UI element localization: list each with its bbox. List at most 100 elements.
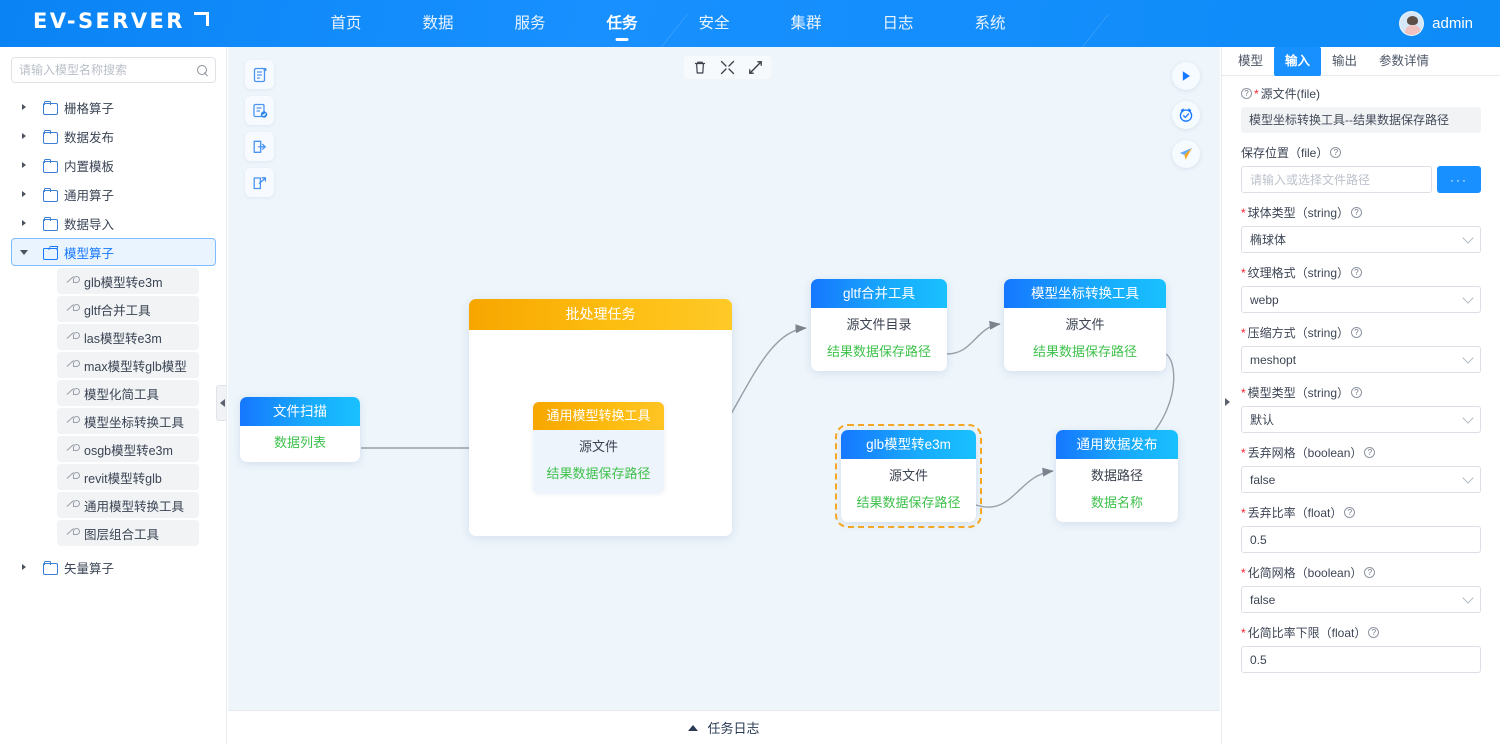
tree-folder-vector-operator[interactable]: 矢量算子 bbox=[12, 553, 216, 581]
tree-leaf-universal-model-convert[interactable]: 通用模型转换工具 bbox=[57, 492, 199, 518]
port-input-source-file[interactable]: 源文件 bbox=[578, 439, 618, 454]
help-icon[interactable]: ? bbox=[1330, 147, 1342, 158]
nav-item-system[interactable]: 系统 bbox=[974, 15, 1006, 32]
node-ports: 源文件 结果数据保存路径 bbox=[1004, 308, 1166, 371]
port-input-source-file[interactable]: 源文件 bbox=[888, 468, 928, 483]
send-icon[interactable] bbox=[1172, 140, 1200, 168]
simplify-ratio-min-input[interactable] bbox=[1241, 646, 1481, 673]
select-value: webp bbox=[1250, 292, 1279, 307]
port-input-data-path[interactable]: 数据路径 bbox=[1090, 468, 1143, 483]
search-input[interactable] bbox=[19, 63, 197, 77]
tree-leaf-layer-combine[interactable]: 图层组合工具 bbox=[57, 520, 199, 546]
task-log-bar[interactable]: 任务日志 bbox=[228, 710, 1220, 744]
tree-folder-data-publish[interactable]: 数据发布 bbox=[12, 122, 216, 150]
help-icon[interactable]: ? bbox=[1241, 88, 1252, 99]
help-icon[interactable]: ? bbox=[1351, 207, 1363, 218]
tree-leaf-las-to-e3m[interactable]: las模型转e3m bbox=[57, 324, 199, 350]
sidebar-collapse-handle[interactable] bbox=[216, 385, 226, 421]
user-menu[interactable]: admin bbox=[1399, 0, 1473, 47]
schedule-icon[interactable] bbox=[1172, 101, 1200, 129]
tree-leaf-gltf-merge[interactable]: gltf合并工具 bbox=[57, 296, 199, 322]
tree-leaf-model-simplify[interactable]: 模型化简工具 bbox=[57, 380, 199, 406]
simplify-mesh-select[interactable]: false bbox=[1241, 586, 1481, 613]
port-input-source-file[interactable]: 源文件 bbox=[1065, 317, 1105, 332]
tree-leaf-model-coord-convert[interactable]: 模型坐标转换工具 bbox=[57, 408, 199, 434]
discard-mesh-select[interactable]: false bbox=[1241, 466, 1481, 493]
help-icon[interactable]: ? bbox=[1351, 387, 1363, 398]
nav-item-data[interactable]: 数据 bbox=[422, 15, 454, 32]
help-icon[interactable]: ? bbox=[1368, 627, 1380, 638]
tab-model[interactable]: 模型 bbox=[1238, 54, 1264, 68]
node-universal-model-convert[interactable]: 通用模型转换工具 源文件 结果数据保存路径 bbox=[533, 402, 664, 493]
node-title: 批处理任务 bbox=[469, 299, 732, 330]
node-glb-to-e3m[interactable]: glb模型转e3m 源文件 结果数据保存路径 bbox=[835, 424, 982, 528]
help-icon[interactable]: ? bbox=[1351, 327, 1363, 338]
node-universal-data-publish[interactable]: 通用数据发布 数据路径 数据名称 bbox=[1056, 430, 1178, 522]
tree-folder-model-operator[interactable]: 模型算子 bbox=[11, 238, 216, 266]
label-text: 丢弃网格（boolean） bbox=[1247, 446, 1363, 460]
tree-folder-general-operator[interactable]: 通用算子 bbox=[12, 180, 216, 208]
help-icon[interactable]: ? bbox=[1364, 447, 1376, 458]
chevron-right-icon[interactable] bbox=[16, 162, 31, 168]
save-location-input[interactable] bbox=[1241, 166, 1432, 193]
nav-item-cluster[interactable]: 集群 bbox=[790, 15, 822, 32]
port-output-result-path[interactable]: 结果数据保存路径 bbox=[826, 344, 931, 359]
chevron-right-icon[interactable] bbox=[16, 564, 31, 570]
node-batch-task[interactable]: 批处理任务 bbox=[469, 299, 732, 536]
save-document-icon[interactable] bbox=[245, 96, 274, 125]
tab-param-detail[interactable]: 参数详情 bbox=[1379, 54, 1430, 68]
panel-collapse-handle[interactable] bbox=[1222, 385, 1232, 419]
nav-item-service[interactable]: 服务 bbox=[514, 15, 546, 32]
port-input-source-dir[interactable]: 源文件目录 bbox=[846, 317, 912, 332]
trash-icon[interactable] bbox=[691, 59, 708, 76]
nav-item-security[interactable]: 安全 bbox=[698, 15, 730, 32]
tree-leaf-glb-to-e3m[interactable]: glb模型转e3m bbox=[57, 268, 199, 294]
expand-icon[interactable] bbox=[747, 59, 764, 76]
tree-leaf-revit-to-glb[interactable]: revit模型转glb bbox=[57, 464, 199, 490]
play-icon[interactable] bbox=[1172, 62, 1200, 90]
browse-button[interactable]: ··· bbox=[1437, 166, 1481, 193]
node-model-coord-convert[interactable]: 模型坐标转换工具 源文件 结果数据保存路径 bbox=[1004, 279, 1166, 371]
chevron-right-icon[interactable] bbox=[16, 104, 31, 110]
export-document-icon[interactable] bbox=[245, 168, 274, 197]
node-file-scan[interactable]: 文件扫描 数据列表 bbox=[240, 397, 360, 462]
port-output-result-path[interactable]: 结果数据保存路径 bbox=[1032, 344, 1137, 359]
field-label: * 压缩方式（string） ? bbox=[1241, 324, 1481, 341]
import-document-icon[interactable] bbox=[245, 132, 274, 161]
port-output-result-path[interactable]: 结果数据保存路径 bbox=[856, 495, 961, 510]
tab-output[interactable]: 输出 bbox=[1332, 54, 1358, 68]
tree-folder-builtin-template[interactable]: 内置模板 bbox=[12, 151, 216, 179]
chevron-down-icon[interactable] bbox=[16, 249, 31, 255]
search-box[interactable] bbox=[11, 57, 216, 83]
chevron-right-icon[interactable] bbox=[16, 220, 31, 226]
node-gltf-merge[interactable]: gltf合并工具 源文件目录 结果数据保存路径 bbox=[811, 279, 947, 371]
port-output-data-list[interactable]: 数据列表 bbox=[273, 435, 326, 450]
nav-item-task[interactable]: 任务 bbox=[576, 0, 668, 47]
tree-folder-label: 矢量算子 bbox=[64, 561, 115, 576]
texture-format-select[interactable]: webp bbox=[1241, 286, 1481, 313]
port-output-data-name[interactable]: 数据名称 bbox=[1090, 495, 1143, 510]
nav-item-log[interactable]: 日志 bbox=[882, 15, 914, 32]
port-output-result-path[interactable]: 结果数据保存路径 bbox=[546, 466, 651, 481]
sphere-type-select[interactable]: 椭球体 bbox=[1241, 226, 1481, 253]
folder-icon bbox=[43, 187, 58, 202]
tree-folder-data-import[interactable]: 数据导入 bbox=[12, 209, 216, 237]
tree-leaf-max-to-glb[interactable]: max模型转glb模型 bbox=[57, 352, 199, 378]
help-icon[interactable]: ? bbox=[1351, 267, 1363, 278]
compression-method-select[interactable]: meshopt bbox=[1241, 346, 1481, 373]
tree-folder-raster-operator[interactable]: 栅格算子 bbox=[12, 93, 216, 121]
document-list-icon[interactable] bbox=[245, 60, 274, 89]
tree-leaf-osgb-to-e3m[interactable]: osgb模型转e3m bbox=[57, 436, 199, 462]
chevron-right-icon[interactable] bbox=[16, 133, 31, 139]
discard-ratio-input[interactable] bbox=[1241, 526, 1481, 553]
help-icon[interactable]: ? bbox=[1344, 507, 1356, 518]
help-icon[interactable]: ? bbox=[1364, 567, 1376, 578]
search-icon[interactable] bbox=[197, 64, 208, 76]
workflow-canvas[interactable]: 批处理任务 通用模型转换工具 源文件 结果数据保存路径 文件扫描 数据列表 gl… bbox=[228, 47, 1220, 710]
chevron-right-icon[interactable] bbox=[16, 191, 31, 197]
collapse-icon[interactable] bbox=[719, 59, 736, 76]
tab-input[interactable]: 输入 bbox=[1274, 47, 1322, 76]
app-logo[interactable]: EV-SERVER bbox=[33, 9, 209, 33]
model-type-select[interactable]: 默认 bbox=[1241, 406, 1481, 433]
nav-item-home[interactable]: 首页 bbox=[330, 15, 362, 32]
